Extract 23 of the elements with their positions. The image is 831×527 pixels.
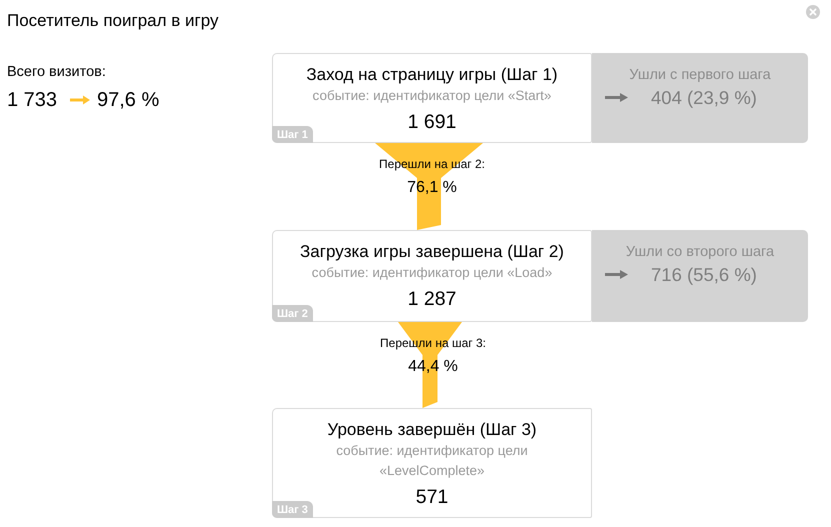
visit-count: 571 [416, 485, 448, 510]
event-description: событие: идентификатор цели «Start» [312, 87, 552, 105]
conversion-rate: 97,6 % [97, 88, 160, 112]
step-title: Уровень завершён (Шаг 3) [327, 419, 537, 441]
visit-count: 1 691 [408, 110, 456, 135]
step-title: Загрузка игры завершена (Шаг 2) [300, 241, 564, 263]
drop-off-panel [592, 230, 808, 322]
visit-count: 1 287 [408, 287, 456, 312]
total-visits-label: Всего визитов: [7, 63, 106, 81]
step-card [272, 53, 592, 143]
event-description: событие: идентификатор цели «LevelComplete» [335, 442, 529, 480]
event-description: событие: идентификатор цели «Load» [312, 264, 552, 282]
step-card [272, 230, 592, 322]
widget-title: Посетитель поиграл в игру [7, 10, 218, 32]
drop-off-heading: Ушли со второго шага [626, 243, 774, 261]
funnel-connector [375, 143, 483, 230]
drop-off-heading: Ушли с первого шага [629, 66, 771, 84]
drop-off-count: 716 (55,6 %) [651, 263, 757, 287]
step-card [272, 408, 592, 518]
drop-off-count: 404 (23,9 %) [651, 86, 757, 110]
drop-off-panel [592, 53, 808, 143]
step-title: Заход на страницу игры (Шаг 1) [306, 64, 558, 86]
visit-total: 1 733 [7, 88, 58, 112]
